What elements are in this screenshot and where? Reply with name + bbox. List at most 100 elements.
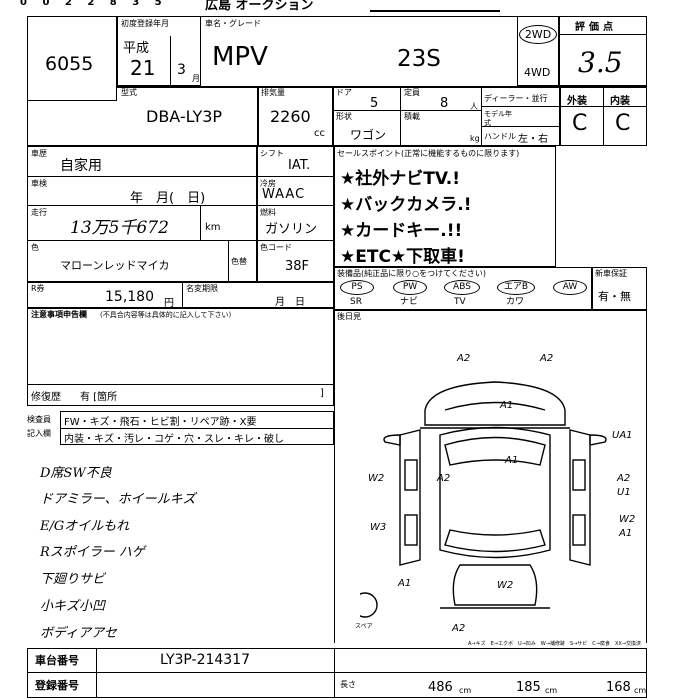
chassis-label: 車台番号 xyxy=(35,654,79,667)
row2-div1 xyxy=(257,86,259,146)
sales-item-3: ★カードキー.!! xyxy=(340,221,463,241)
mark-right-a2: A2 xyxy=(617,473,631,484)
mark-front-a2-left: A2 xyxy=(457,353,471,364)
inspector-label-1: 検査員 xyxy=(27,415,51,424)
note-7: ボディアアセ xyxy=(40,626,117,641)
inspection-label: 車検 xyxy=(31,179,47,188)
evaluation-label-line xyxy=(559,34,647,35)
top-view xyxy=(439,426,551,559)
top-strip-line xyxy=(370,10,500,12)
footer-size-div xyxy=(334,648,335,698)
right-mirror xyxy=(589,434,607,446)
left-rear-wheel xyxy=(404,514,418,546)
registration-year: 21 xyxy=(130,56,156,80)
rear-frame xyxy=(334,310,647,643)
color-code-label: 色コード xyxy=(260,243,292,252)
recycle-div xyxy=(182,281,183,307)
new-car: 有・無 xyxy=(598,290,631,303)
body-shape-label: 形状 xyxy=(336,112,352,121)
note-3: E/Gオイルもれ xyxy=(40,519,130,534)
new-car-frame xyxy=(592,267,647,310)
car-diagram xyxy=(360,381,607,618)
color-code: 38F xyxy=(285,259,310,274)
left-side xyxy=(399,429,421,566)
left-mirror xyxy=(383,434,401,446)
auction-name: 広島 オークション xyxy=(205,0,314,13)
width: 185 xyxy=(516,680,541,695)
notes-top xyxy=(27,307,334,309)
evaluation-box xyxy=(559,16,647,86)
row2-div2 xyxy=(332,86,334,146)
interior-grade: C xyxy=(615,111,631,136)
category: 自家用 xyxy=(60,158,102,174)
mark-front-a2-right: A2 xyxy=(540,353,554,364)
height-unit: cm xyxy=(634,686,647,695)
length-unit: cm xyxy=(459,686,472,695)
inspector-row-line xyxy=(60,428,334,429)
note-4: Rスポイラー ハゲ xyxy=(40,545,145,560)
inspector-label-2: 記入欄 xyxy=(27,429,51,438)
rear-seat-label: 後日見 xyxy=(337,312,361,321)
equip-aw: AW xyxy=(553,280,587,295)
mark-left-w2: W2 xyxy=(368,473,385,484)
color-swap-label: 色替 xyxy=(231,257,247,266)
capacity: 8 xyxy=(440,96,449,111)
model-year-label: モデル年式 xyxy=(484,110,512,127)
footer-row xyxy=(27,672,647,673)
doors-div xyxy=(400,86,401,110)
recycle-top xyxy=(27,281,334,283)
drive-2wd: 2WD xyxy=(519,25,557,44)
mileage: 13万5千672 xyxy=(70,218,169,238)
load-unit: kg xyxy=(470,134,480,143)
spare-label: スペア xyxy=(355,623,373,630)
drive-4wd: 4WD xyxy=(524,66,551,79)
row2-mid xyxy=(332,110,482,111)
top-windshield xyxy=(444,436,546,466)
exterior-grade: C xyxy=(572,111,588,136)
registration-era: 平成 xyxy=(123,41,150,56)
ac: WAAC xyxy=(262,187,306,202)
drive-box xyxy=(517,16,559,86)
shift-label: シフト xyxy=(260,149,284,158)
body-shape: ワゴン xyxy=(350,128,387,142)
detail-frame xyxy=(27,146,334,406)
notes-sub: (不具合内容等は具体的に記入して下さい) xyxy=(100,311,232,319)
category-label: 車歴 xyxy=(31,149,47,158)
sales-frame xyxy=(334,146,556,267)
mark-right-w2: W2 xyxy=(619,514,636,525)
recycle: 15,180 xyxy=(105,289,154,305)
detail-row1 xyxy=(27,176,257,177)
name-grade-label: 車名・グレード xyxy=(205,19,261,28)
color-label: 色 xyxy=(31,243,39,252)
mileage-div xyxy=(200,205,201,240)
evaluation-score: 3.5 xyxy=(578,46,623,79)
sales-item-1: ★社外ナビTV.! xyxy=(340,169,461,189)
mark-roof-a1: A1 xyxy=(505,455,519,466)
doors-label: ドア xyxy=(336,88,352,97)
mark-left-a2: A2 xyxy=(437,473,451,484)
mileage-label: 走行 xyxy=(31,208,47,217)
notes-label: 注意事項申告欄 xyxy=(31,310,87,319)
vehicle-grade: 23S xyxy=(397,46,441,72)
detail-row3 xyxy=(27,240,257,241)
handle-label: ハンドル xyxy=(484,132,516,141)
model-code: DBA-LY3P xyxy=(146,107,223,126)
mark-right-u1: U1 xyxy=(617,487,631,498)
displacement: 2260 xyxy=(270,107,311,126)
interior-label: 内装 xyxy=(610,96,630,107)
row2-div3 xyxy=(481,86,482,146)
left-front-wheel xyxy=(404,459,418,491)
reg-number-label: 登録番号 xyxy=(35,679,79,692)
detail-row2 xyxy=(27,205,257,206)
front-window xyxy=(444,401,546,411)
shape-div xyxy=(400,110,401,146)
mark-front-a1: A1 xyxy=(500,400,514,411)
doors: 5 xyxy=(370,96,379,111)
fuel-line xyxy=(256,240,334,241)
name-change-label: 名変期限 xyxy=(186,284,218,293)
registration-divider xyxy=(170,36,171,86)
recycle-label: R券 xyxy=(31,284,45,293)
model-code-label: 型式 xyxy=(121,88,137,97)
capacity-label: 定員 xyxy=(404,88,420,97)
width-unit: cm xyxy=(545,686,558,695)
